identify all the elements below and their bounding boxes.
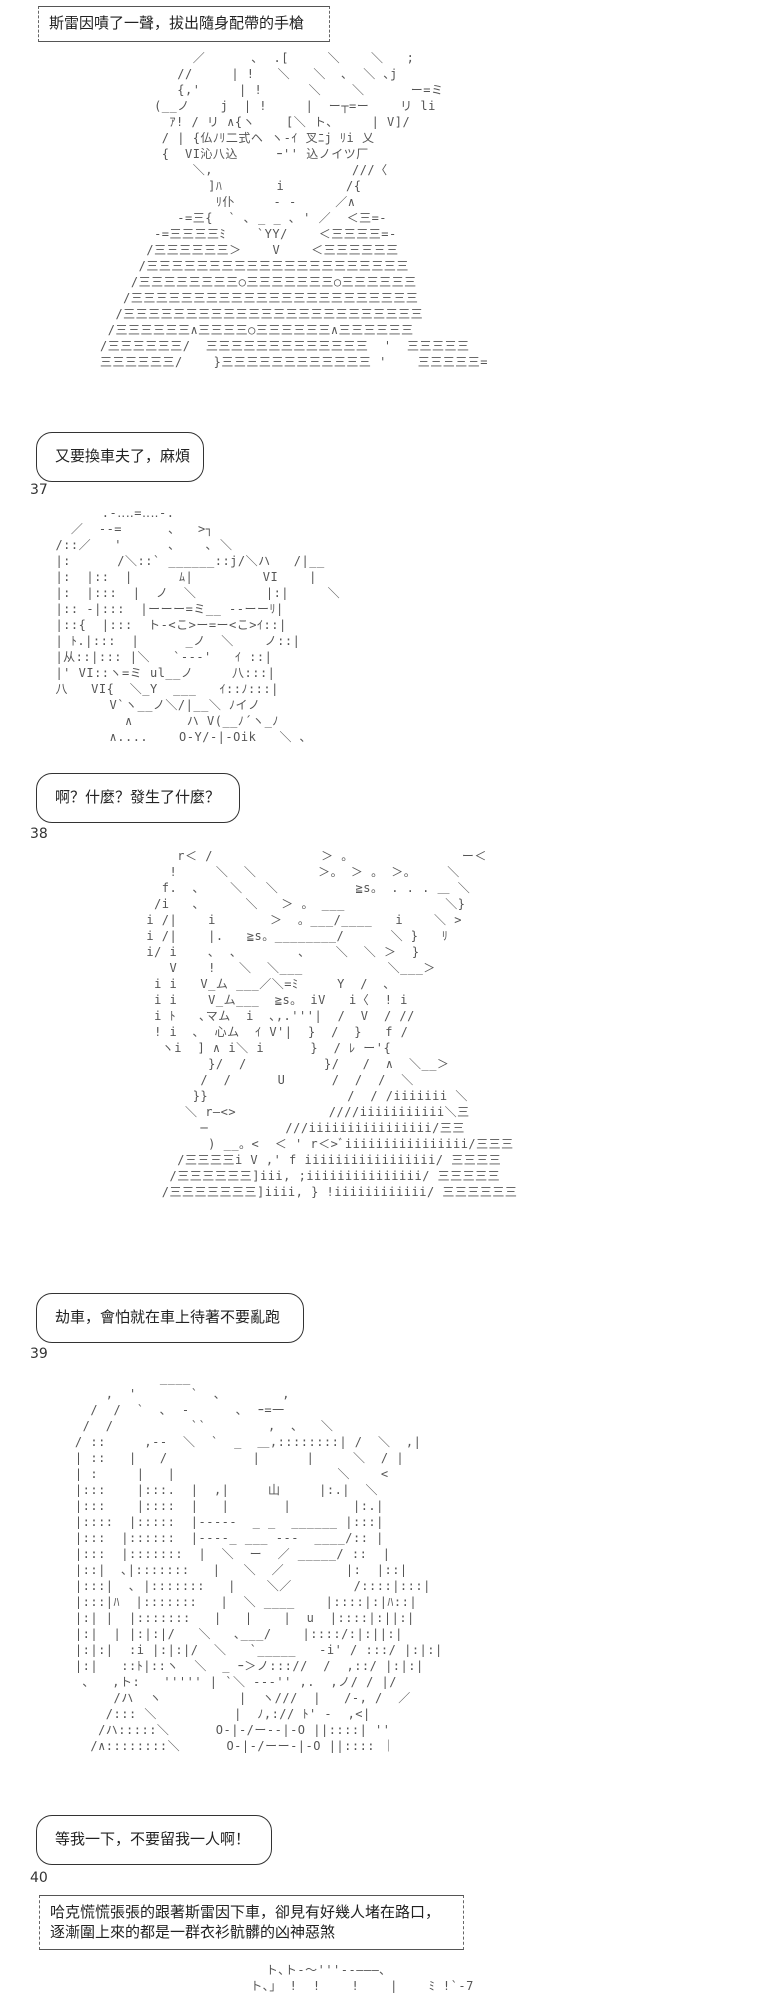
speech-bubble-38: 啊？什麼？發生了什麼？ (36, 773, 240, 823)
bubble-text: 又要換車夫了，麻煩 (55, 447, 191, 465)
ascii-art-panel-38: .-‥‥=‥‥-. ／ --= ､ >┐ /::／ ' ､ ､ ＼ |: /＼:… (55, 506, 341, 744)
ascii-art-panel-40: ____ , ' ` ､ , / / ` ､ - ､ ｰ=一 / / `` , … (74, 1371, 443, 1753)
bubble-text: 啊？什麼？發生了什麼？ (55, 788, 221, 806)
page-number: 39 (30, 1346, 48, 1362)
bubble-text: 等我一下，不要留我一人啊！ (55, 1830, 251, 1848)
ascii-art-panel-37: ／ ､ .[ ＼ ＼ ; // | ! ＼ ＼ ､ ＼ ､j {,' | ! ＼… (100, 51, 488, 369)
speech-bubble-40: 等我一下，不要留我一人啊！ (36, 1815, 272, 1865)
narration-line-2: 逐漸圍上來的都是一群衣衫骯髒的凶神惡煞 (50, 1923, 336, 1941)
page-number: 40 (30, 1870, 48, 1886)
bubble-text: 劫車，會怕就在車上待著不要亂跑 (55, 1308, 281, 1326)
ascii-art-panel-41: ト､ト‐～'''‐‐―――､ ト､」 ! ! ! | ﾐ !`-7 (250, 1963, 474, 1993)
narration-line-1: 哈克慌慌張張的跟著斯雷因下車，卻見有好幾人堵在路口， (50, 1903, 441, 1921)
narration-box-2: 哈克慌慌張張的跟著斯雷因下車，卻見有好幾人堵在路口， 逐漸圍上來的都是一群衣衫骯… (39, 1895, 464, 1950)
narration-text: 斯雷因嘖了一聲，拔出隨身配帶的手槍 (49, 14, 305, 32)
page-number: 38 (30, 826, 48, 842)
narration-box-1: 斯雷因嘖了一聲，拔出隨身配帶的手槍 (38, 6, 330, 42)
speech-bubble-39: 劫車，會怕就在車上待著不要亂跑 (36, 1293, 304, 1343)
ascii-art-panel-39: r＜ / ＞ 。 ー＜ ! ＼ ＼ ＞。 ＞ 。 ＞。 ＼ f. ､ ＼ ＼ ≧… (146, 849, 518, 1199)
page-number: 37 (30, 482, 48, 498)
speech-bubble-37: 又要換車夫了，麻煩 (36, 432, 204, 482)
